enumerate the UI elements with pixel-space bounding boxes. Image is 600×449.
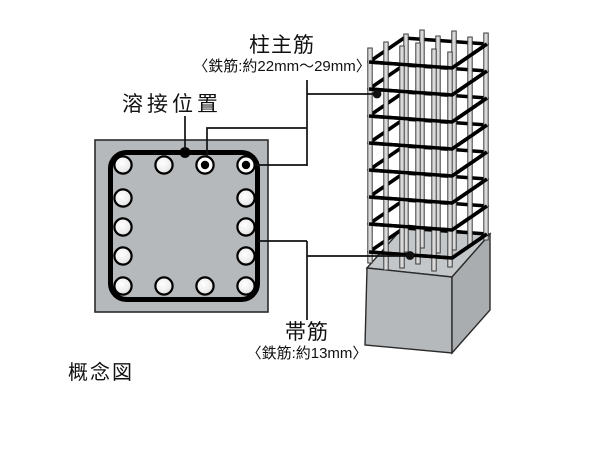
- leader-lines: [184, 80, 415, 320]
- vertical-rebar-front: [431, 48, 437, 272]
- main-rebar-label: 柱主筋 〈鉄筋:約22mm〜29mm〉: [182, 34, 382, 75]
- hoop-spec: 〈鉄筋:約13mm〉: [246, 345, 368, 363]
- hoop-band-front-edge: [368, 204, 489, 232]
- figure-caption: 概念図: [68, 362, 134, 384]
- weld-position-dot: [179, 147, 191, 158]
- main-rebar-core: [200, 160, 210, 170]
- vertical-rebar-front: [383, 41, 389, 271]
- vertical-rebar-front: [367, 47, 373, 264]
- pointer-dot-hoop: [405, 251, 415, 260]
- hoop-label: 帯筋 〈鉄筋:約13mm〉: [207, 321, 407, 362]
- column-3d-view: [364, 29, 492, 355]
- main-rebar: [236, 188, 256, 208]
- hoop-band-front-edge: [368, 150, 489, 178]
- hoop-band-front-edge: [368, 177, 489, 205]
- hoop-band-front-edge: [368, 69, 489, 97]
- hoop-band-front-edge: [368, 232, 489, 260]
- main-rebar: [113, 155, 133, 175]
- vertical-rebar-back: [483, 32, 489, 241]
- main-rebar: [154, 155, 174, 175]
- main-rebar: [154, 276, 174, 296]
- leader-hoop: [258, 240, 410, 320]
- hoop-band-front-edge: [368, 42, 489, 70]
- pointer-dot-main-rebar: [372, 89, 382, 99]
- hoop-band-front-edge: [368, 123, 489, 151]
- main-rebar: [113, 276, 133, 296]
- main-rebar: [195, 276, 215, 296]
- main-rebar: [236, 276, 256, 296]
- main-rebar: [113, 217, 133, 237]
- hoop-title: 帯筋: [285, 321, 329, 344]
- main-rebar-title: 柱主筋: [249, 34, 315, 57]
- footing-side-face: [451, 232, 491, 355]
- leader-main-rebar-to-section: [206, 127, 307, 156]
- main-rebar: [113, 246, 133, 266]
- hoop-band-front-edge: [368, 96, 489, 124]
- cross-section-view: [94, 139, 269, 313]
- vertical-rebar-front: [447, 51, 453, 268]
- vertical-rebar-front: [415, 42, 421, 265]
- main-rebar: [236, 246, 256, 266]
- main-rebar: [113, 188, 133, 208]
- main-rebar: [236, 217, 256, 237]
- main-rebar-core: [241, 160, 251, 170]
- main-rebar-spec: 〈鉄筋:約22mm〜29mm〉: [193, 58, 371, 76]
- vertical-rebar-front: [399, 45, 405, 269]
- weld-position-label: 溶接位置: [122, 93, 222, 116]
